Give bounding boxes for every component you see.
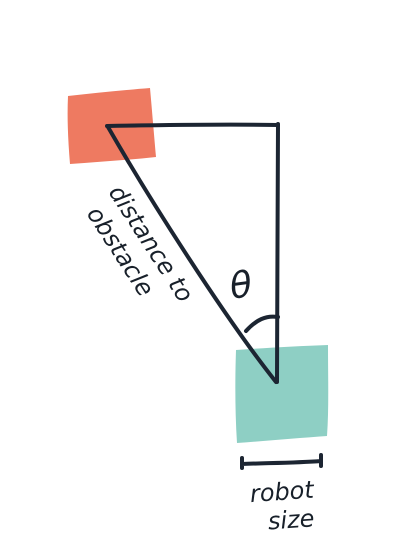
angle-arc <box>244 314 280 333</box>
robot-size-bracket <box>240 453 323 470</box>
distance-triangle <box>105 122 280 384</box>
robot-size-label-line1: robot <box>249 476 316 508</box>
vertical-edge-line <box>275 122 280 384</box>
angle-label: θ <box>227 264 255 308</box>
robot-square <box>235 345 329 443</box>
distance-label: distance to obstacle <box>81 180 199 307</box>
robot-size-label-line2: size <box>267 504 315 535</box>
hypotenuse-line <box>106 125 278 384</box>
top-edge-line <box>105 122 280 128</box>
